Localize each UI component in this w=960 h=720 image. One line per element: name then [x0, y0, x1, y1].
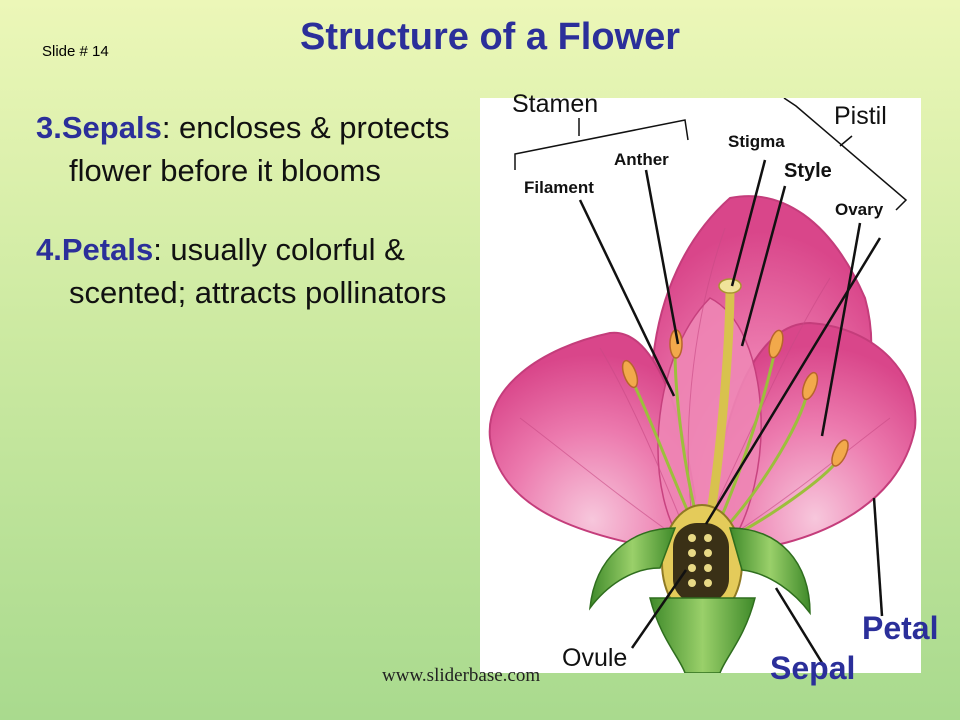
label-pistil: Pistil: [834, 102, 887, 130]
label-stamen: Stamen: [512, 90, 599, 118]
bullet-list: 3.Sepals: encloses & protects flower bef…: [36, 106, 466, 350]
bullet-number: 4.: [36, 232, 62, 267]
label-filament: Filament: [524, 178, 594, 197]
flower-diagram: Stamen Pistil Stigma Anther Style Filame…: [480, 90, 938, 686]
bullet-text: : encloses & protects flower before it b…: [69, 110, 450, 188]
ovules: [688, 534, 712, 587]
style-stalk: [705, 281, 735, 523]
label-brackets: [514, 98, 908, 211]
bullet-petals: 4.Petals: usually colorful & scented; at…: [36, 228, 466, 314]
label-sepal: Sepal: [770, 650, 856, 686]
bullet-sepals: 3.Sepals: encloses & protects flower bef…: [36, 106, 466, 192]
flower-illustration: [488, 98, 917, 673]
anthers: [621, 329, 849, 467]
sepal-left: [588, 527, 677, 611]
receptacle: [649, 597, 756, 673]
bullet-number: 3.: [36, 110, 62, 145]
label-anther: Anther: [614, 150, 669, 169]
label-ovary: Ovary: [835, 200, 884, 219]
slide-title: Structure of a Flower: [299, 16, 681, 58]
bullet-term: Sepals: [61, 110, 162, 145]
label-stigma: Stigma: [728, 132, 785, 151]
bullet-term: Petals: [61, 232, 154, 267]
ovary-chamber: [673, 523, 729, 603]
label-ovule: Ovule: [562, 644, 628, 672]
bullet-text: : usually colorful & scented; attracts p…: [69, 232, 447, 310]
label-style: Style: [784, 160, 832, 182]
label-petal: Petal: [862, 610, 939, 646]
slide-number: Slide # 14: [42, 43, 109, 60]
footer-watermark: www.sliderbase.com: [382, 665, 541, 686]
petal-front: [657, 297, 762, 554]
sepal-right: [729, 527, 811, 616]
stigma-tip: [718, 278, 742, 294]
leader-lines: [578, 159, 884, 667]
